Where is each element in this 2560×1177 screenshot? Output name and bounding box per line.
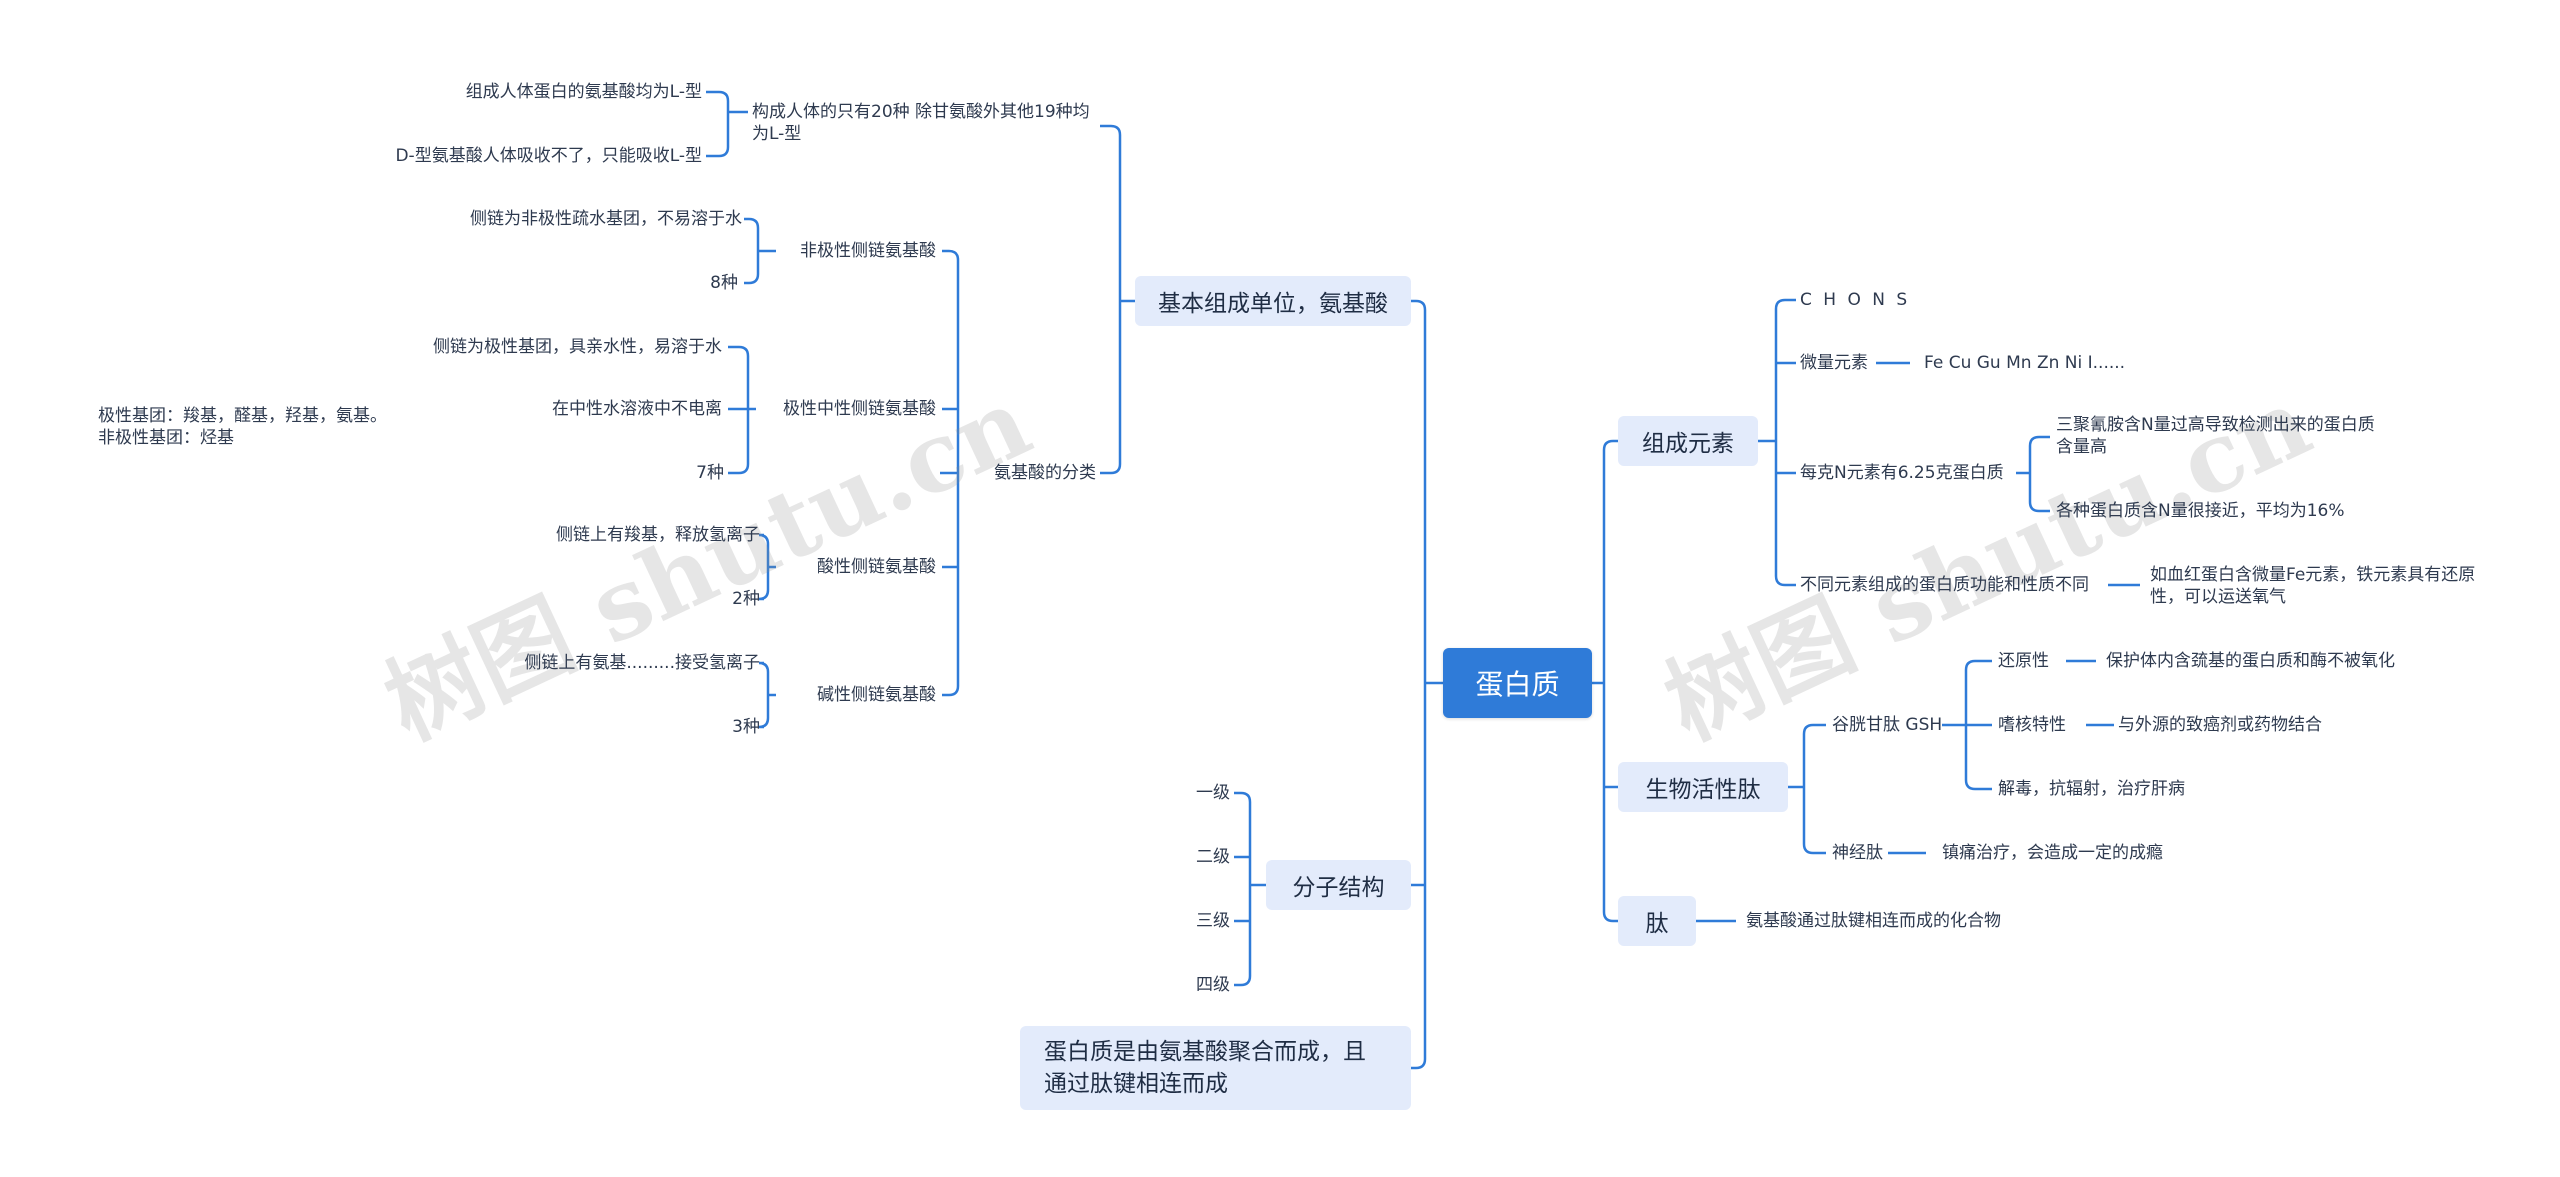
- edge-elements-branch: [1774, 575, 1796, 587]
- nitrogen-node[interactable]: 每克N元素有6.25克蛋白质: [1800, 463, 2004, 483]
- edge-nitrogen-branch: [2028, 501, 2050, 513]
- neuropeptide-node[interactable]: 神经肽: [1832, 843, 1883, 863]
- leaf-hemoglobin[interactable]: 如血红蛋白含微量Fe元素，铁元素具有还原性，可以运送氧气: [2150, 565, 2476, 607]
- reducing-node[interactable]: 还原性: [1998, 651, 2049, 671]
- leaf-reducing[interactable]: 保护体内含巯基的蛋白质和酶不被氧化: [2106, 651, 2395, 671]
- edge-classification-branch: [942, 685, 960, 697]
- edge-acidic-branch: [758, 589, 770, 601]
- edge-amino-branch: [1100, 463, 1122, 475]
- topic-peptide[interactable]: 肽: [1618, 896, 1696, 946]
- edge-root-right-branch: [1602, 911, 1618, 923]
- edge-root-left-branch: [1411, 1058, 1427, 1070]
- leaf-quaternary[interactable]: 四级: [1196, 975, 1230, 995]
- edge-gsh-branch: [1964, 779, 1992, 791]
- leaf-acidic-count[interactable]: 2种: [732, 589, 760, 609]
- edge-root-left-branch: [1411, 299, 1427, 311]
- edge-nitrogen-branch: [2028, 435, 2050, 447]
- leaf-nitrogen-average[interactable]: 各种蛋白质含N量很接近，平均为16%: [2056, 501, 2345, 521]
- note-nonpolar: 非极性基团：烃基: [98, 428, 234, 448]
- leaf-nucleophilic[interactable]: 与外源的致癌剂或药物结合: [2118, 715, 2322, 735]
- leaf-primary[interactable]: 一级: [1196, 783, 1230, 803]
- gsh-node[interactable]: 谷胱甘肽 GSH: [1832, 715, 1943, 735]
- edge-composition-branch: [706, 146, 730, 158]
- topic-structure[interactable]: 分子结构: [1266, 860, 1411, 910]
- classification-node[interactable]: 氨基酸的分类: [994, 463, 1096, 483]
- leaf-l-type[interactable]: 组成人体蛋白的氨基酸均为L-型: [465, 82, 702, 102]
- leaf-melamine[interactable]: 三聚氰胺含N量过高导致检测出来的蛋白质含量高: [2056, 415, 2375, 457]
- leaf-nonpolar-desc[interactable]: 侧链为非极性疏水基团，不易溶于水: [470, 209, 742, 229]
- leaf-polar-neutral[interactable]: 在中性水溶液中不电离: [552, 399, 722, 419]
- edge-polar-branch: [728, 345, 750, 357]
- edge-elements-branch: [1774, 298, 1796, 310]
- edge-basic-branch: [758, 717, 770, 729]
- trace-node[interactable]: 微量元素: [1800, 353, 1868, 373]
- edge-composition-branch: [706, 90, 730, 102]
- edge-nonpolar-branch: [744, 273, 760, 285]
- edge-bioactive-branch: [1802, 723, 1826, 735]
- note-polar: 极性基团：羧基，醛基，羟基，氨基。: [98, 406, 387, 426]
- root-topic[interactable]: 蛋白质: [1443, 648, 1592, 718]
- polar-node[interactable]: 极性中性侧链氨基酸: [783, 399, 936, 419]
- topic-amino-acid[interactable]: 基本组成单位，氨基酸: [1135, 276, 1411, 326]
- leaf-basic-count[interactable]: 3种: [732, 717, 760, 737]
- leaf-detox[interactable]: 解毒，抗辐射，治疗肝病: [1998, 779, 2185, 799]
- leaf-trace-elements[interactable]: Fe Cu Gu Mn Zn Ni I......: [1924, 353, 2126, 373]
- leaf-secondary[interactable]: 二级: [1196, 847, 1230, 867]
- edge-root-right-branch: [1602, 439, 1618, 451]
- edge-classification-branch: [942, 249, 960, 261]
- edge-structure-branch: [1234, 975, 1252, 987]
- edge-nonpolar-branch: [744, 217, 760, 229]
- leaf-basic-desc[interactable]: 侧链上有氨基.........接受氢离子: [524, 653, 760, 673]
- nucleophilic-node[interactable]: 嗜核特性: [1998, 715, 2066, 735]
- leaf-peptide-def[interactable]: 氨基酸通过肽键相连而成的化合物: [1746, 911, 2001, 931]
- topic-formation[interactable]: 蛋白质是由氨基酸聚合而成，且通过肽键相连而成: [1020, 1026, 1411, 1110]
- leaf-d-type[interactable]: D-型氨基酸人体吸收不了，只能吸收L-型: [395, 146, 702, 166]
- nonpolar-node[interactable]: 非极性侧链氨基酸: [800, 241, 936, 261]
- edge-basic-branch: [758, 661, 770, 673]
- basic-node[interactable]: 碱性侧链氨基酸: [817, 685, 936, 705]
- edge-bioactive-branch: [1802, 843, 1826, 855]
- topic-elements[interactable]: 组成元素: [1618, 416, 1758, 466]
- composition-node[interactable]: 构成人体的只有20种 除甘氨酸外其他19种均为L-型: [752, 102, 1090, 144]
- leaf-polar-desc[interactable]: 侧链为极性基团，具亲水性，易溶于水: [433, 337, 722, 357]
- leaf-neuropeptide[interactable]: 镇痛治疗，会造成一定的成瘾: [1942, 843, 2163, 863]
- edge-amino-branch: [1100, 124, 1122, 136]
- topic-bioactive[interactable]: 生物活性肽: [1618, 762, 1788, 812]
- leaf-polar-count[interactable]: 7种: [696, 463, 724, 483]
- leaf-acidic-desc[interactable]: 侧链上有羧基，释放氢离子: [556, 525, 760, 545]
- leaf-chons[interactable]: C H O N S: [1800, 290, 1911, 310]
- edge-polar-branch: [728, 463, 750, 475]
- acidic-node[interactable]: 酸性侧链氨基酸: [817, 557, 936, 577]
- edge-gsh-branch: [1964, 659, 1992, 671]
- edge-structure-branch: [1234, 791, 1252, 803]
- function-node[interactable]: 不同元素组成的蛋白质功能和性质不同: [1800, 575, 2089, 595]
- edge-acidic-branch: [758, 533, 770, 545]
- leaf-nonpolar-count[interactable]: 8种: [710, 273, 738, 293]
- leaf-tertiary[interactable]: 三级: [1196, 911, 1230, 931]
